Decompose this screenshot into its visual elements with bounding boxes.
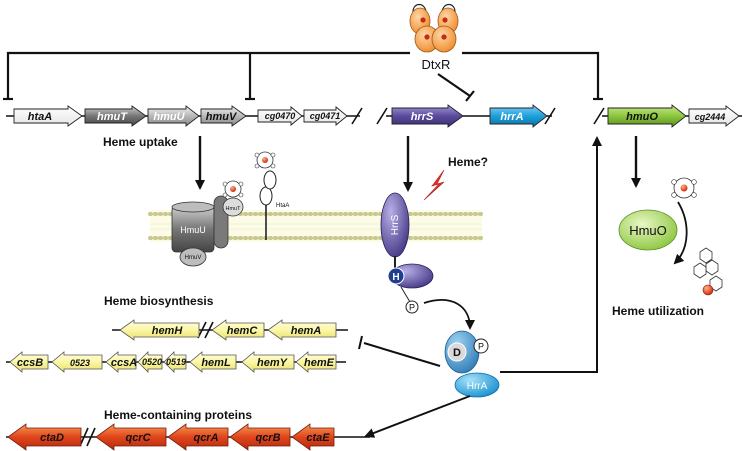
- dtxr-protein: [409, 3, 459, 53]
- gene-hmuT-label: hmuT: [97, 111, 128, 123]
- gene-qcrC: qcrC: [95, 423, 167, 451]
- hrrA-regulator: D P HrrA: [444, 330, 500, 398]
- gene-hmuU-label: hmuU: [153, 111, 185, 123]
- gene-ccsB-label: ccsB: [17, 357, 43, 369]
- heme-utilization-label: Heme utilization: [612, 304, 704, 318]
- gene-ctaE: ctaE: [291, 423, 335, 451]
- htaA-protein: HtaA: [259, 170, 289, 240]
- gene-htaA: htaA: [13, 105, 83, 127]
- gene-0519: 0519: [163, 351, 187, 373]
- hrrS-kinase: HrrS H P: [380, 192, 434, 314]
- gene-hemH-label: hemH: [152, 325, 184, 337]
- gene-qcrC-label: qcrC: [125, 432, 151, 444]
- gene-0519-label: 0519: [166, 357, 186, 367]
- gene-cg0470-label: cg0470: [265, 111, 296, 121]
- gene-cg0471: cg0471: [303, 106, 348, 126]
- heme-signal-lightning-icon: [423, 169, 445, 201]
- gene-cg0470: cg0470: [257, 106, 303, 126]
- gene-hrrA: hrrA: [489, 104, 548, 128]
- hmuO-protein-label: HmuO: [629, 223, 667, 238]
- gene-hemA: hemA: [267, 319, 337, 341]
- gene-qcrA: qcrA: [167, 423, 229, 451]
- hrrA-regulation-lines: [358, 146, 598, 373]
- gene-hmuT: hmuT: [84, 105, 147, 127]
- hmuU-transporter: HmuU HmuT HmuV: [171, 195, 244, 267]
- heme-uptake-label: Heme uptake: [103, 135, 178, 149]
- gene-0523-label: 0523: [70, 358, 90, 368]
- dtxr-label: DtxR: [422, 57, 451, 72]
- gene-hmuO-label: hmuO: [626, 111, 658, 123]
- gene-cg0471-label: cg0471: [310, 111, 341, 121]
- gene-hmuU: hmuU: [147, 105, 200, 127]
- gene-hemY: hemY: [241, 351, 295, 373]
- heme-icon: [254, 151, 276, 169]
- gene-hrrA-label: hrrA: [500, 111, 523, 123]
- dtxr-repression-lines: [3, 51, 603, 102]
- hmuU-protein-label: HmuU: [180, 225, 206, 235]
- gene-qcrB-label: qcrB: [255, 432, 280, 444]
- gene-hemE-label: hemE: [304, 357, 335, 369]
- gene-qcrA-label: qcrA: [193, 432, 218, 444]
- gene-0523: 0523: [51, 351, 103, 373]
- gene-hemC-label: hemC: [227, 325, 259, 337]
- gene-0520-label: 0520: [142, 357, 162, 367]
- gene-hrrS-label: hrrS: [411, 111, 434, 123]
- gene-hemY-label: hemY: [257, 357, 289, 369]
- gene-hemL: hemL: [189, 351, 237, 373]
- gene-ccsA-label: ccsA: [111, 357, 137, 369]
- hmuO-enzyme: HmuO: [618, 209, 678, 251]
- phosphate-label: P: [409, 303, 415, 313]
- hmuT-protein-label: HmuT: [226, 206, 242, 212]
- gene-hemH: hemH: [119, 319, 200, 341]
- histidine-label: H: [392, 272, 399, 283]
- iron-icon: [702, 284, 714, 296]
- heme-icon: [671, 177, 697, 199]
- hrrS-protein-label: HrrS: [390, 214, 401, 235]
- gene-hemE: hemE: [295, 351, 337, 373]
- heme-icon: [222, 180, 244, 198]
- arrow-activation-heme-proteins: [364, 395, 471, 438]
- biliverdin-icon: [693, 247, 723, 292]
- gene-ctaD: ctaD: [7, 423, 82, 451]
- gene-hmuV: hmuV: [200, 105, 247, 127]
- gene-hemL-label: hemL: [201, 357, 231, 369]
- phosphate-label: P: [478, 342, 484, 352]
- gene-hemC: hemC: [211, 319, 265, 341]
- htaA-protein-label: HtaA: [276, 203, 289, 209]
- heme-containing-proteins-label: Heme-containing proteins: [104, 408, 252, 422]
- gene-ctaD-label: ctaD: [40, 432, 64, 444]
- heme-biosynthesis-label: Heme biosynthesis: [104, 294, 214, 308]
- gene-qcrB: qcrB: [229, 423, 291, 451]
- gene-cg2444-label: cg2444: [695, 112, 726, 122]
- gene-ccsB: ccsB: [9, 351, 49, 373]
- heme-question-label: Heme?: [448, 155, 488, 169]
- hrrA-protein-label: HrrA: [467, 381, 488, 392]
- arrow-heme-degradation: [673, 201, 688, 265]
- hmuV-protein-label: HmuV: [185, 255, 202, 261]
- gene-hmuV-label: hmuV: [206, 111, 238, 123]
- gene-hmuO: hmuO: [607, 104, 687, 128]
- aspartate-label: D: [453, 347, 461, 359]
- gene-0520: 0520: [137, 351, 163, 373]
- gene-hemA-label: hemA: [291, 325, 322, 337]
- gene-ctaE-label: ctaE: [306, 432, 330, 444]
- gene-ccsA: ccsA: [105, 351, 137, 373]
- gene-htaA-label: htaA: [28, 111, 53, 123]
- arrow-phosphotransfer: [423, 299, 475, 330]
- gene-hrrS: hrrS: [391, 104, 464, 128]
- gene-cg2444: cg2444: [688, 105, 740, 127]
